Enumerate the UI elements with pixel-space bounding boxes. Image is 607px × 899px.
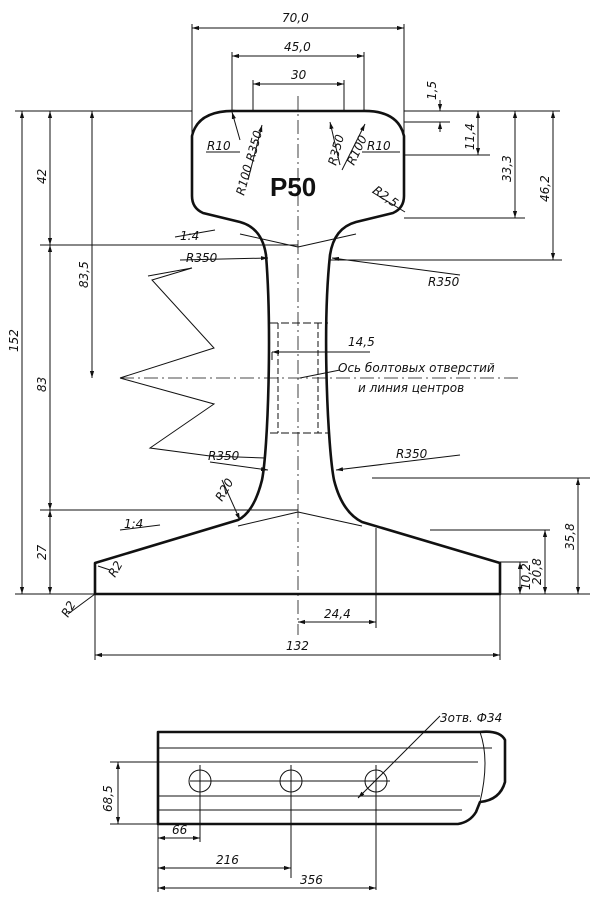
leader-bolt-axis bbox=[299, 369, 341, 379]
radius-r10-left: R10 bbox=[207, 139, 231, 153]
dim-35-8: 35,8 bbox=[563, 523, 577, 550]
note-bolt-axis-line2: и линия центров bbox=[358, 381, 464, 395]
leader-r2-foot bbox=[97, 565, 111, 571]
radius-r10-right: R10 bbox=[367, 139, 391, 153]
radius-r350-upper-left: R350 bbox=[186, 251, 218, 265]
dim-27: 27 bbox=[35, 544, 49, 560]
note-bolt-axis-line1: Ось болтовых отверстий bbox=[338, 361, 495, 375]
dim-45: 45,0 bbox=[284, 40, 311, 54]
slope-base: 1:4 bbox=[124, 517, 143, 531]
dim-30: 30 bbox=[291, 68, 307, 82]
leader-r20 bbox=[221, 479, 241, 521]
leader-r350-upper-l bbox=[179, 256, 269, 261]
dim-11-4: 11,4 bbox=[463, 123, 477, 150]
slope-head: 1:4 bbox=[180, 229, 199, 243]
leader-r350-upper-r bbox=[331, 256, 461, 276]
leader-r2-corner bbox=[67, 593, 96, 615]
leader-r350-lower-r bbox=[335, 454, 461, 472]
leader-r2-5 bbox=[371, 191, 406, 213]
dim-132: 132 bbox=[286, 639, 309, 653]
leader-holes bbox=[357, 715, 441, 799]
foot-neck-line-r bbox=[297, 511, 363, 527]
radius-r350-lower-right: R350 bbox=[396, 447, 428, 461]
radius-r2-corner: R2 bbox=[58, 599, 78, 620]
dim-83: 83 bbox=[35, 377, 49, 392]
dim-70: 70,0 bbox=[282, 11, 309, 25]
leader-r100-l bbox=[247, 124, 263, 181]
leader-r350-r bbox=[329, 121, 341, 166]
radius-r100-left: R100 bbox=[233, 163, 255, 197]
slope-base-leader bbox=[119, 524, 161, 531]
leader-r100-r bbox=[341, 123, 366, 171]
rail-side-view bbox=[156, 730, 507, 826]
profile-name: P50 bbox=[270, 172, 316, 202]
radius-r20: R20 bbox=[212, 476, 236, 504]
radius-r350-lower-left: R350 bbox=[208, 449, 240, 463]
dim-68-5: 68,5 bbox=[101, 785, 115, 812]
dim-10-2: 10,2 bbox=[519, 563, 533, 590]
foot-neck-line-l bbox=[237, 511, 299, 527]
dim-46-2: 46,2 bbox=[538, 175, 552, 202]
dim-1-5: 1,5 bbox=[425, 81, 439, 100]
head-neck-line-r bbox=[297, 233, 357, 248]
leader-r350-lower-l bbox=[209, 461, 269, 472]
zigzag-upper bbox=[119, 267, 215, 379]
dim-356: 356 bbox=[300, 873, 323, 887]
dim-152: 152 bbox=[7, 329, 21, 352]
radius-r350-upper-right: R350 bbox=[428, 275, 460, 289]
dim-24-4: 24,4 bbox=[324, 607, 351, 621]
dim-42: 42 bbox=[35, 169, 49, 184]
dim-20-8: 20,8 bbox=[530, 558, 544, 585]
dim-33-3: 33,3 bbox=[500, 155, 514, 182]
dim-83-5: 83,5 bbox=[77, 261, 91, 288]
dim-14-5: 14,5 bbox=[348, 335, 375, 349]
radius-r2-foot: R2 bbox=[105, 559, 125, 580]
holes-label: 3отв. Ф34 bbox=[440, 711, 502, 725]
slope-head-leader bbox=[174, 229, 216, 238]
dim-216: 216 bbox=[216, 853, 239, 867]
radius-r350-left: R350 bbox=[243, 129, 265, 163]
dim-66: 66 bbox=[172, 823, 188, 837]
leader-r350-l bbox=[231, 111, 241, 141]
zigzag-lower bbox=[119, 377, 266, 459]
